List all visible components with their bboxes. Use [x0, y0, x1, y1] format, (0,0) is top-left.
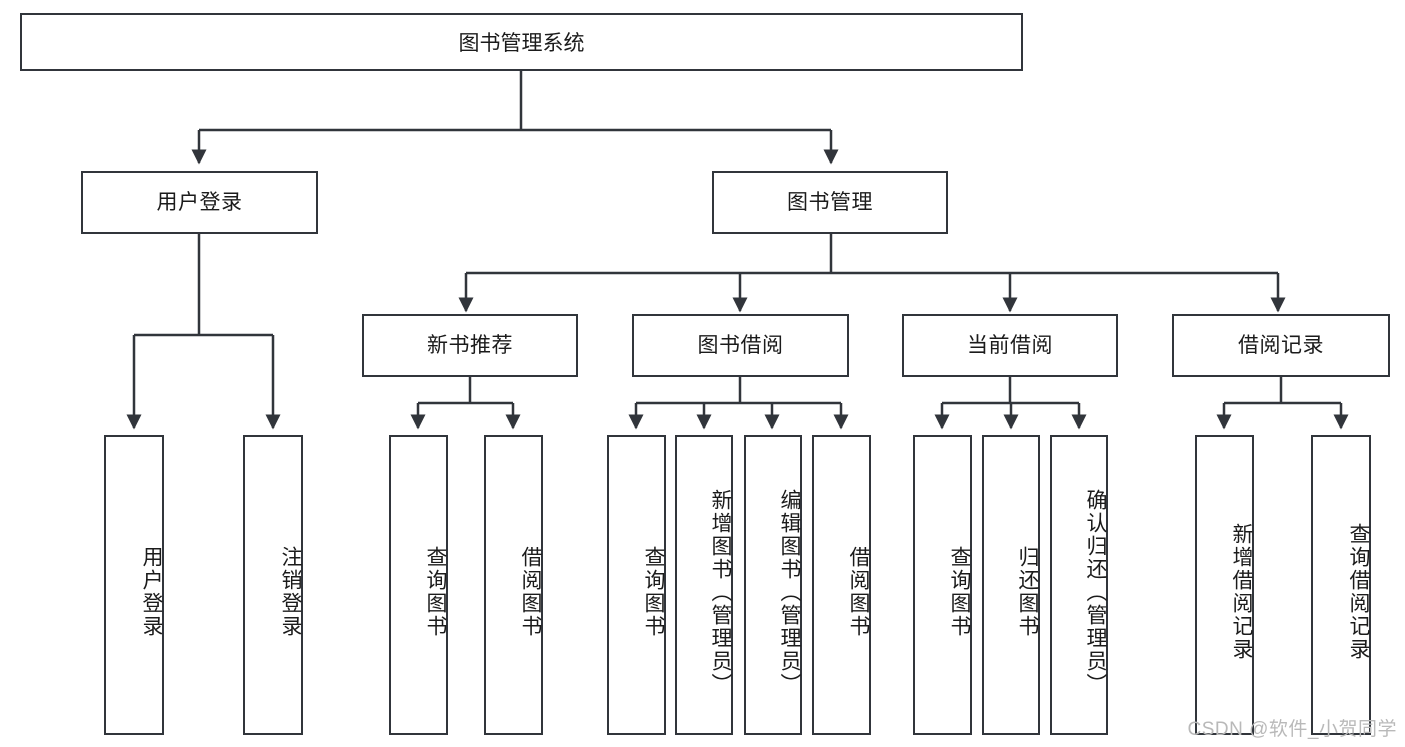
node-label: 借阅图书 — [847, 546, 870, 638]
node-book-borrow[interactable]: 图书借阅 — [632, 314, 849, 377]
leaf-record-query[interactable]: 查询借阅记录 — [1311, 435, 1371, 735]
leaf-current-confirm-return[interactable]: 确认归还（管理员） — [1050, 435, 1108, 735]
node-borrow-record[interactable]: 借阅记录 — [1172, 314, 1390, 377]
node-label: 编辑图书（管理员） — [778, 488, 801, 696]
leaf-borrow-edit-book[interactable]: 编辑图书（管理员） — [744, 435, 802, 735]
node-root-system[interactable]: 图书管理系统 — [20, 13, 1023, 71]
node-book-management[interactable]: 图书管理 — [712, 171, 948, 234]
node-label: 用户登录 — [140, 546, 163, 638]
leaf-user-login-signin[interactable]: 用户登录 — [104, 435, 164, 735]
node-label: 查询图书 — [642, 546, 665, 638]
leaf-current-return-book[interactable]: 归还图书 — [982, 435, 1040, 735]
leaf-current-query-book[interactable]: 查询图书 — [913, 435, 972, 735]
node-label: 当前借阅 — [967, 333, 1053, 357]
node-label: 图书管理系统 — [458, 32, 585, 55]
node-label: 注销登录 — [279, 546, 302, 638]
node-label: 确认归还（管理员） — [1084, 488, 1107, 696]
node-label: 查询借阅记录 — [1347, 523, 1370, 661]
node-label: 新书推荐 — [427, 333, 513, 357]
csdn-watermark: CSDN @软件_小贺同学 — [1187, 719, 1397, 740]
leaf-new-book-query[interactable]: 查询图书 — [389, 435, 448, 735]
leaf-new-book-borrow[interactable]: 借阅图书 — [484, 435, 543, 735]
leaf-borrow-borrow-book[interactable]: 借阅图书 — [812, 435, 871, 735]
leaf-borrow-query-book[interactable]: 查询图书 — [607, 435, 666, 735]
node-label: 查询图书 — [948, 546, 971, 638]
node-label: 用户登录 — [156, 190, 243, 214]
node-label: 借阅图书 — [519, 546, 542, 638]
leaf-record-add[interactable]: 新增借阅记录 — [1195, 435, 1254, 735]
node-label: 查询图书 — [424, 546, 447, 638]
node-label: 图书借阅 — [697, 333, 784, 357]
node-label: 新增图书（管理员） — [709, 488, 732, 696]
node-current-borrow[interactable]: 当前借阅 — [902, 314, 1118, 377]
node-new-book-recommend[interactable]: 新书推荐 — [362, 314, 578, 377]
node-label: 图书管理 — [787, 190, 873, 214]
node-label: 归还图书 — [1016, 546, 1039, 638]
node-label: 借阅记录 — [1238, 333, 1324, 357]
node-user-login[interactable]: 用户登录 — [81, 171, 318, 234]
leaf-borrow-add-book[interactable]: 新增图书（管理员） — [675, 435, 733, 735]
node-label: 新增借阅记录 — [1230, 523, 1253, 661]
leaf-user-login-signout[interactable]: 注销登录 — [243, 435, 303, 735]
